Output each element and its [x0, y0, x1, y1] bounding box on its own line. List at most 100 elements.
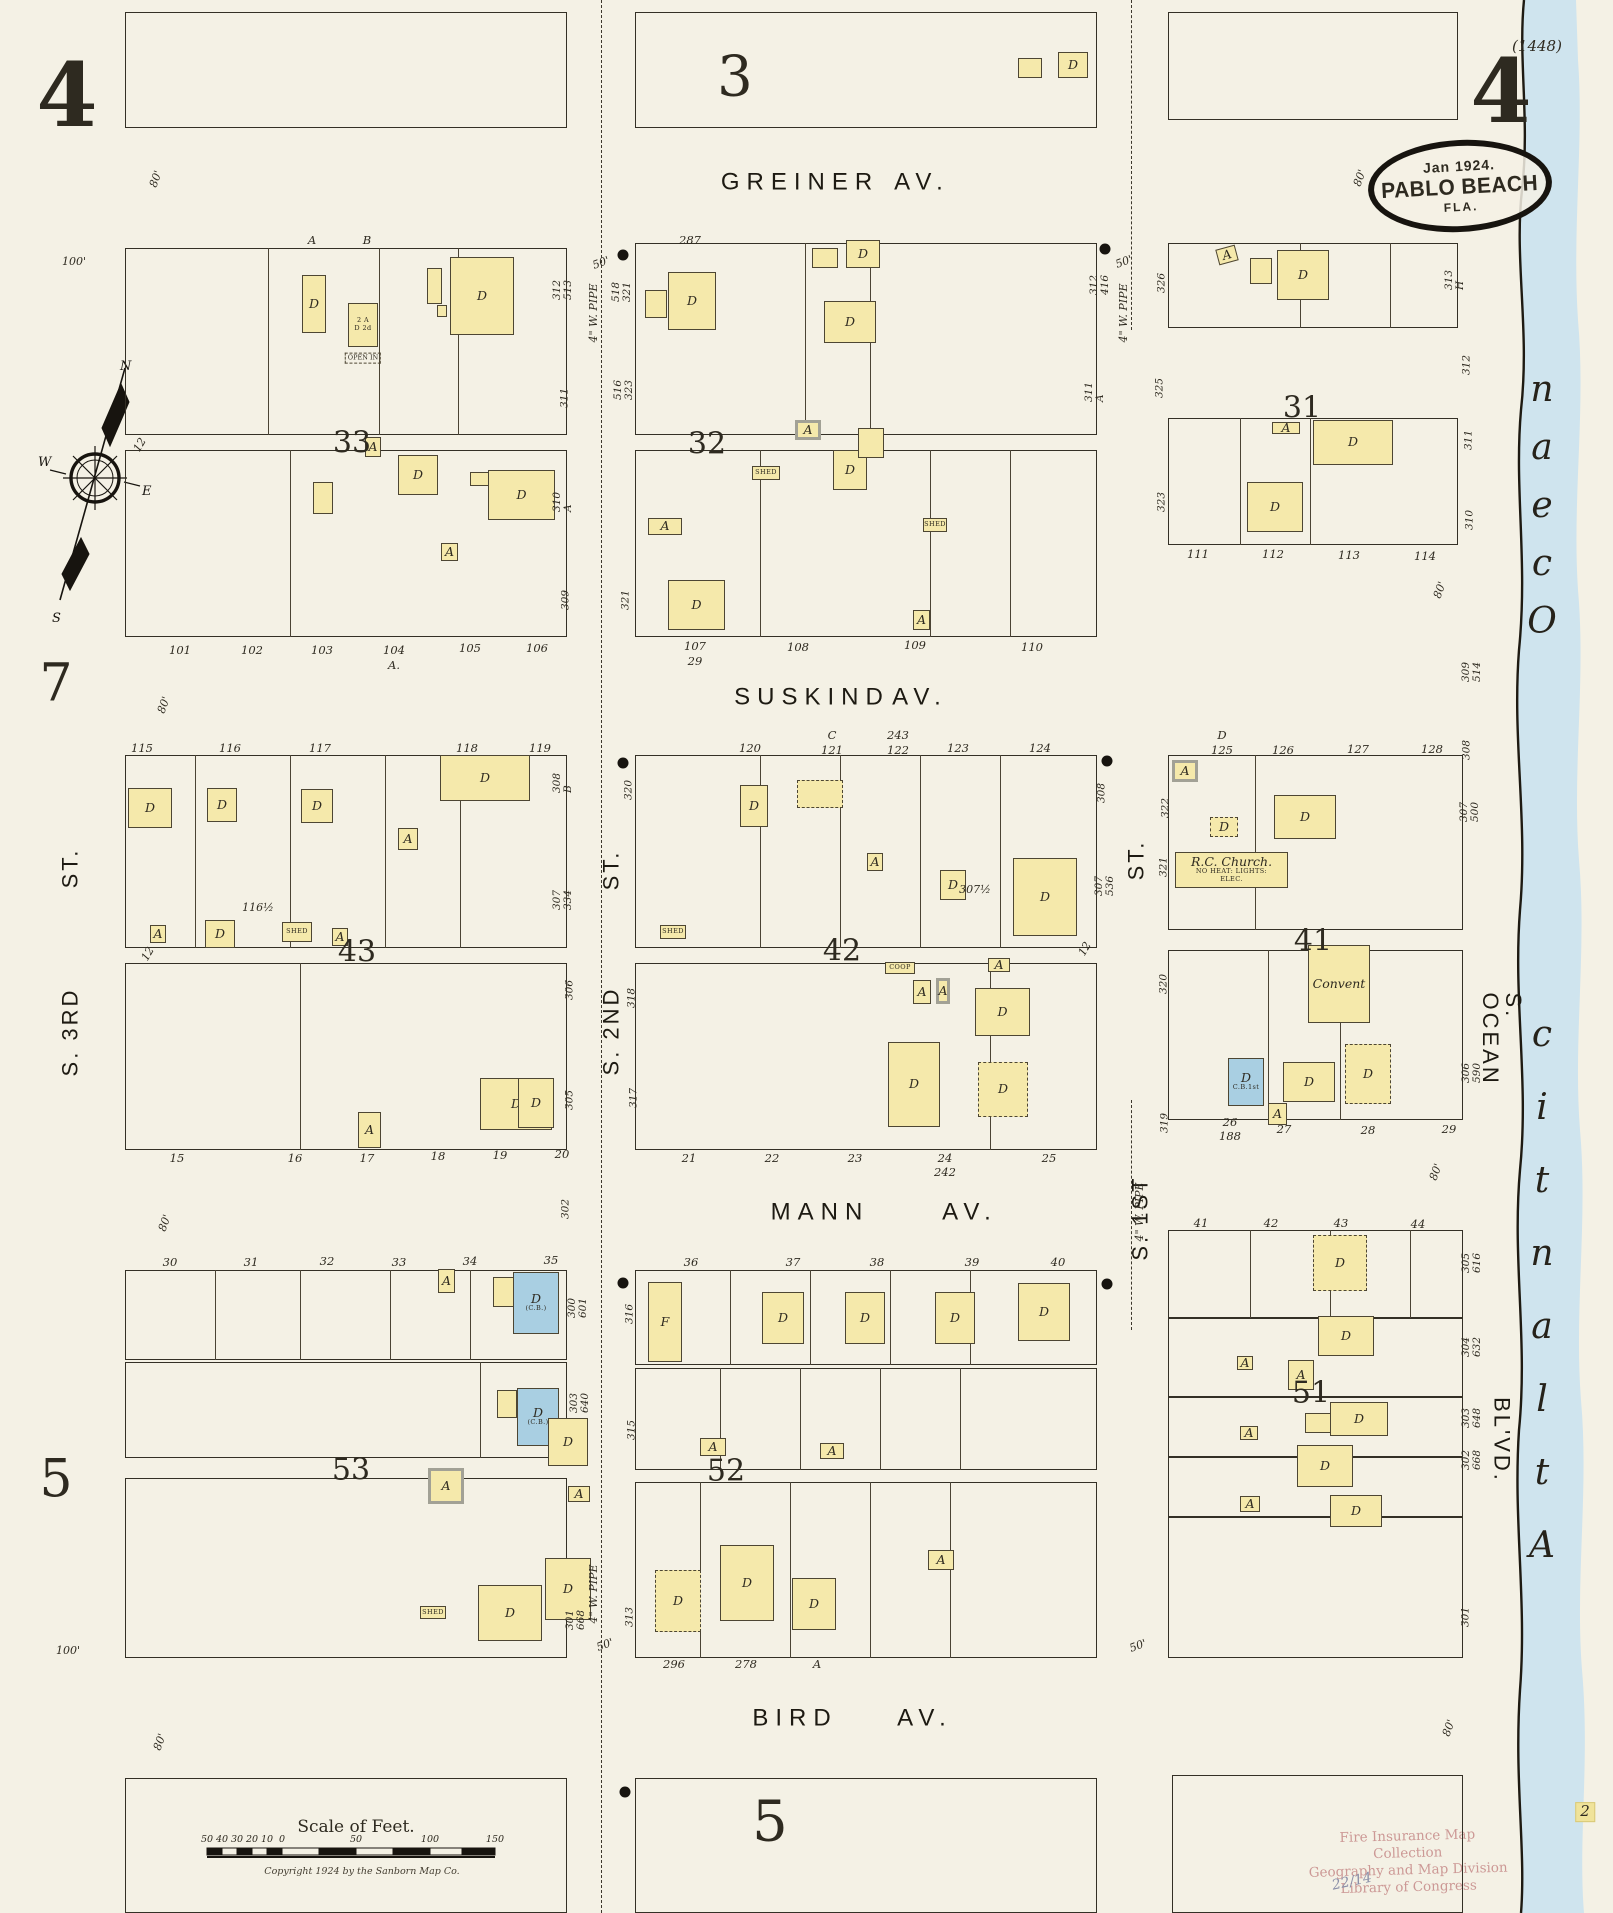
scale-tick-label: 50	[349, 1834, 363, 1846]
lot-number: 17	[359, 1150, 375, 1165]
building: SHED	[282, 922, 312, 942]
building-label: D	[777, 1309, 789, 1325]
adjacent-sheet-left-lower: 5	[39, 1449, 73, 1510]
map-annotation: 80'	[146, 168, 165, 190]
building: D	[545, 1558, 591, 1620]
building: D	[1330, 1402, 1388, 1436]
lot-number: 287	[679, 232, 701, 247]
building-label: A	[827, 1442, 837, 1458]
lot-divider	[930, 450, 931, 637]
building: COOP	[885, 962, 915, 974]
lot-number: 21	[681, 1150, 697, 1165]
street-number: 308	[1095, 782, 1108, 804]
block-number: 33	[332, 425, 372, 461]
water-name-letter: A	[1529, 1525, 1555, 1567]
building-label: D	[844, 313, 856, 329]
street-number: 303 648	[1459, 1407, 1483, 1429]
building-label: A	[1244, 1424, 1254, 1440]
block-outline	[1168, 243, 1458, 328]
building-label: SHED	[662, 927, 684, 936]
building-label: SHED	[422, 1607, 444, 1616]
scale-tick-label: 100	[420, 1834, 440, 1846]
building: D	[888, 1042, 940, 1127]
map-annotation: 50'	[594, 1635, 616, 1654]
building: D	[975, 988, 1030, 1036]
building-label: D	[748, 797, 760, 813]
street-number: 302 668	[1459, 1449, 1483, 1471]
block-outline	[1168, 1517, 1463, 1658]
building: D	[935, 1292, 975, 1344]
lot-number: 124	[1029, 740, 1051, 755]
building: D	[1313, 420, 1393, 465]
block-outline	[125, 1270, 567, 1360]
block-number: 53	[331, 1452, 371, 1488]
water-point-dot	[619, 1786, 631, 1798]
building: A	[428, 1468, 464, 1504]
lot-number: 117	[309, 740, 331, 755]
building: A	[365, 437, 381, 457]
building: A	[648, 518, 682, 535]
lot-number: 33	[391, 1254, 407, 1269]
block-number: 42	[822, 933, 862, 969]
building-label: Convent	[1312, 975, 1366, 991]
lot-number: 28	[1360, 1122, 1376, 1137]
building: D	[548, 1418, 588, 1466]
building: A	[820, 1443, 844, 1459]
street-number: 302	[559, 1198, 572, 1220]
street-number: 318	[625, 987, 638, 1009]
lot-number: 25	[1041, 1150, 1057, 1165]
building	[797, 780, 843, 808]
building	[812, 248, 838, 268]
building-label: R.C. Church.	[1190, 853, 1273, 869]
street-number: 310 A	[550, 491, 574, 513]
building-label: D	[144, 799, 156, 815]
building	[437, 305, 447, 317]
water-name-letter: t	[1534, 1160, 1550, 1202]
building	[645, 290, 667, 318]
lot-number: 31	[243, 1254, 259, 1269]
building-label: D	[311, 797, 323, 813]
lot-number: A.	[388, 657, 400, 672]
lot-number: 38	[869, 1254, 885, 1269]
map-annotation: 50'	[590, 253, 612, 272]
map-annotation: 80'	[1430, 579, 1449, 601]
lot-number: 34	[462, 1253, 478, 1268]
building-label: D	[1269, 498, 1281, 514]
lot-divider	[950, 1482, 951, 1658]
building-label: D	[686, 292, 698, 308]
street-number: 312 416	[1087, 274, 1111, 296]
lot-divider	[790, 1482, 791, 1658]
lot-divider	[480, 1362, 481, 1458]
lot-number: 123	[947, 740, 969, 755]
building: D	[720, 1545, 774, 1621]
building-label: D	[1297, 266, 1309, 282]
building-label: D	[808, 1595, 820, 1611]
lot-number: 104	[383, 642, 405, 657]
building	[1018, 58, 1042, 78]
building-label: SHED	[924, 520, 946, 529]
map-annotation: 50'	[1127, 1636, 1149, 1655]
building: A	[928, 1550, 954, 1570]
building-label: D	[997, 1081, 1009, 1097]
scale-tick-label: 50	[200, 1834, 214, 1846]
lot-number: 114	[1414, 548, 1436, 563]
lot-number: 112	[1262, 546, 1284, 561]
building-label: D	[947, 876, 959, 892]
lot-number: 37	[785, 1254, 801, 1269]
street-number: 321	[1157, 856, 1170, 878]
building	[427, 268, 442, 304]
map-annotation: 80'	[1439, 1717, 1458, 1739]
lot-divider	[300, 963, 301, 1150]
building-label: A	[153, 925, 163, 941]
lot-divider	[760, 755, 761, 948]
building-label: F	[660, 1313, 670, 1329]
building: D(C.B.)	[513, 1272, 559, 1334]
building: D	[668, 272, 716, 330]
lot-number: A	[812, 1656, 822, 1671]
building-label: A	[574, 1485, 584, 1501]
lot-number: 296	[663, 1656, 685, 1671]
compass-s-label: S	[52, 611, 61, 626]
lot-divider	[1340, 950, 1341, 1120]
